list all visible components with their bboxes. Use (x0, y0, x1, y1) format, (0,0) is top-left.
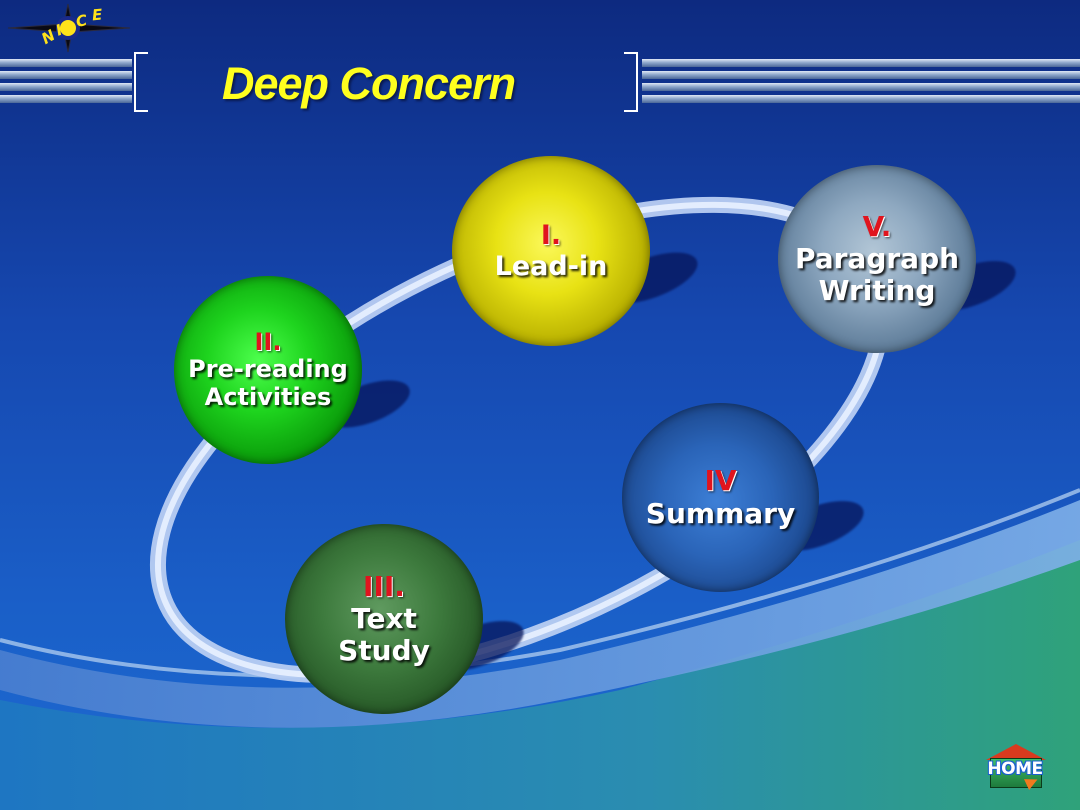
home-button-label: HOME (987, 759, 1043, 779)
title-bars-left (0, 57, 132, 105)
node-text-study[interactable]: III. Text Study (285, 524, 483, 714)
node-paragraph-writing[interactable]: V. Paragraph Writing (778, 165, 976, 353)
node-pre-reading[interactable]: II. Pre-reading Activities (174, 276, 362, 464)
compass-star-icon (7, 3, 131, 53)
node-summary[interactable]: IV Summary (622, 403, 819, 592)
node-number: IV (704, 464, 737, 498)
title-bracket-right (624, 52, 638, 112)
title-bars-right (642, 57, 1080, 105)
house-body (990, 758, 1042, 788)
node-label: Text Study (338, 601, 430, 668)
logo: N H C E (4, 2, 134, 54)
node-number: V. (862, 209, 892, 243)
node-number: I. (540, 219, 562, 251)
logo-letter: E (91, 5, 104, 25)
page-title: Deep Concern (222, 58, 516, 109)
title-bracket-left (134, 52, 148, 112)
node-number: III. (363, 569, 405, 603)
home-button[interactable]: HOME (980, 744, 1050, 792)
node-label: Summary (645, 496, 796, 530)
node-label: Paragraph Writing (794, 241, 960, 308)
node-lead-in[interactable]: I. Lead-in (452, 156, 650, 346)
node-number: II. (254, 327, 282, 356)
node-label: Lead-in (494, 251, 608, 282)
house-icon (986, 744, 1046, 760)
node-label: Pre-reading Activities (188, 355, 348, 411)
